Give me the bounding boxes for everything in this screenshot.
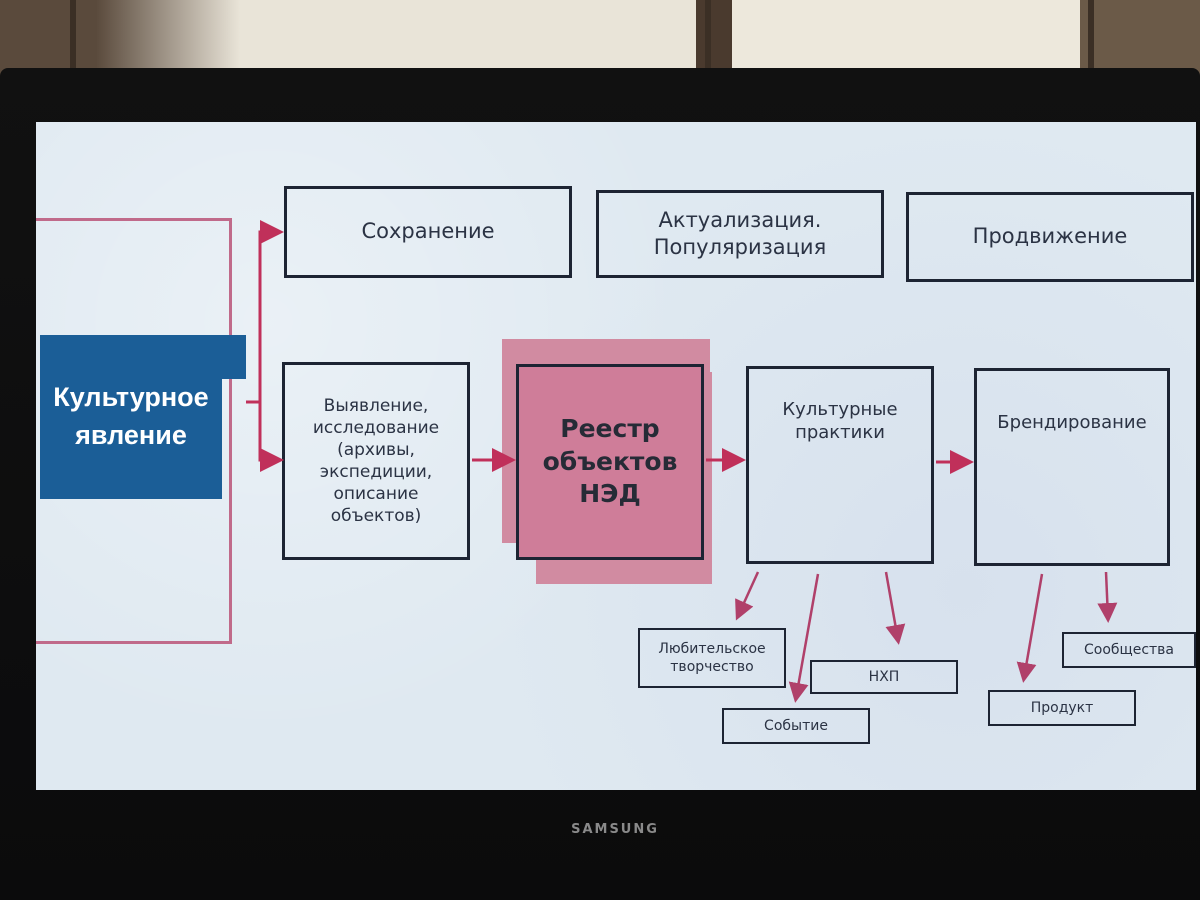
nhp-box: НХП: [810, 660, 958, 694]
communities-label: Сообщества: [1083, 641, 1175, 658]
branding-box: Брендирование: [974, 368, 1170, 566]
identification-label: Выявление, исследование (архивы, экспеди…: [312, 395, 440, 527]
arrow-to-event: [788, 573, 820, 703]
communities-box: Сообщества: [1062, 632, 1196, 668]
slide-screen: Культурное явление Сохранение Актуализац…: [36, 122, 1196, 790]
event-label: Событие: [764, 717, 828, 734]
product-box: Продукт: [988, 690, 1136, 726]
promotion-label: Продвижение: [972, 224, 1128, 249]
promotion-box: Продвижение: [906, 192, 1194, 282]
cultural-phenomenon-label: Культурное явление: [53, 382, 209, 450]
branch-connector: [246, 220, 284, 404]
branch-connector: [258, 402, 284, 472]
registry-box: Реестр объектов НЭД: [516, 364, 704, 560]
arrow-to-amateur: [735, 571, 760, 621]
monitor-brand: SAMSUNG: [571, 822, 659, 837]
wall-plank: [705, 0, 711, 90]
amateur-label: Любительское творчество: [658, 640, 766, 675]
registry-label: Реестр объектов НЭД: [542, 414, 678, 509]
nhp-label: НХП: [868, 668, 900, 685]
arrow-to-nhp: [884, 571, 906, 645]
amateur-box: Любительское творчество: [638, 628, 786, 688]
arrow-to-communities: [1097, 571, 1118, 623]
wall-plank: [1088, 0, 1094, 90]
cultural-phenomenon-tab: [222, 335, 246, 379]
practices-box: Культурные практики: [746, 366, 934, 564]
event-box: Событие: [722, 708, 870, 744]
branding-label: Брендирование: [997, 412, 1147, 434]
preservation-label: Сохранение: [361, 219, 495, 244]
actualization-box: Актуализация. Популяризация: [596, 190, 884, 278]
practices-label: Культурные практики: [782, 398, 898, 443]
identification-box: Выявление, исследование (архивы, экспеди…: [282, 362, 470, 560]
left-frame: [36, 218, 232, 644]
product-label: Продукт: [1030, 699, 1094, 716]
arrows-layer: [246, 220, 1118, 703]
wall-plank: [70, 0, 76, 90]
preservation-box: Сохранение: [284, 186, 572, 278]
actualization-label: Актуализация. Популяризация: [653, 207, 827, 259]
cultural-phenomenon-box: Культурное явление: [40, 335, 222, 499]
arrow-to-product: [1016, 573, 1044, 683]
